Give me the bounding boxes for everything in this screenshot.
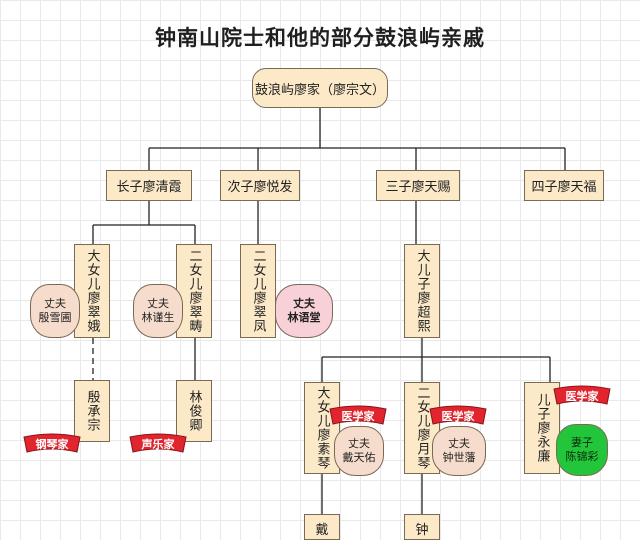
grandchild-node-2: 林俊卿 [176, 380, 212, 442]
son-node-2: 次子廖悦发 [220, 170, 300, 201]
badge-ribbon: 声乐家 [128, 432, 188, 456]
grandchild-node-3: 戴 [304, 514, 340, 540]
ribbon-icon [23, 433, 81, 453]
gen3-node-daughter1: 大女儿廖翠娥 [74, 244, 110, 338]
grandchild-node-4: 钟 [404, 514, 440, 540]
spouse-node-highlight: 妻子 陈锦彩 [556, 424, 608, 476]
gen3-node-daughter2: 二女儿廖翠畴 [176, 244, 212, 338]
spouse-node: 丈夫 钟世藩 [432, 426, 486, 476]
ribbon-icon [429, 405, 487, 425]
gen4-node-c: 儿子廖永廉 [524, 382, 560, 474]
ribbon-icon [129, 433, 187, 453]
badge-label: 声乐家 [141, 438, 175, 451]
son-node-3: 三子廖天赐 [376, 170, 460, 201]
root-node: 鼓浪屿廖家（廖宗文） [252, 68, 388, 108]
spouse-node: 丈夫 戴天佑 [334, 426, 384, 476]
ribbon-icon [553, 385, 611, 405]
gen3-node-son1: 大儿子廖超熙 [404, 244, 440, 338]
badge-label: 医学家 [341, 410, 375, 423]
son-node-1: 长子廖清霞 [106, 170, 192, 201]
diagram-title: 钟南山院士和他的部分鼓浪屿亲戚 [155, 26, 485, 50]
ribbon-icon [329, 405, 387, 425]
badge-ribbon: 钢琴家 [22, 432, 82, 456]
spouse-node: 丈夫 殷雪圃 [30, 284, 80, 338]
badge-label: 医学家 [565, 390, 599, 403]
badge-ribbon: 医学家 [428, 404, 488, 428]
badge-label: 钢琴家 [35, 438, 69, 451]
spouse-node: 丈夫 林谨生 [133, 284, 183, 338]
badge-ribbon: 医学家 [328, 404, 388, 428]
badge-ribbon: 医学家 [552, 384, 612, 408]
gen3-node-daughter3: 二女儿廖翠凤 [240, 244, 276, 338]
son-node-4: 四子廖天福 [524, 170, 604, 201]
spouse-node-highlight: 丈夫 林语堂 [275, 284, 333, 338]
badge-label: 医学家 [441, 410, 475, 423]
grandchild-node-1: 殷承宗 [74, 380, 110, 442]
gen4-node-b: 二女儿廖月琴 [404, 382, 440, 474]
